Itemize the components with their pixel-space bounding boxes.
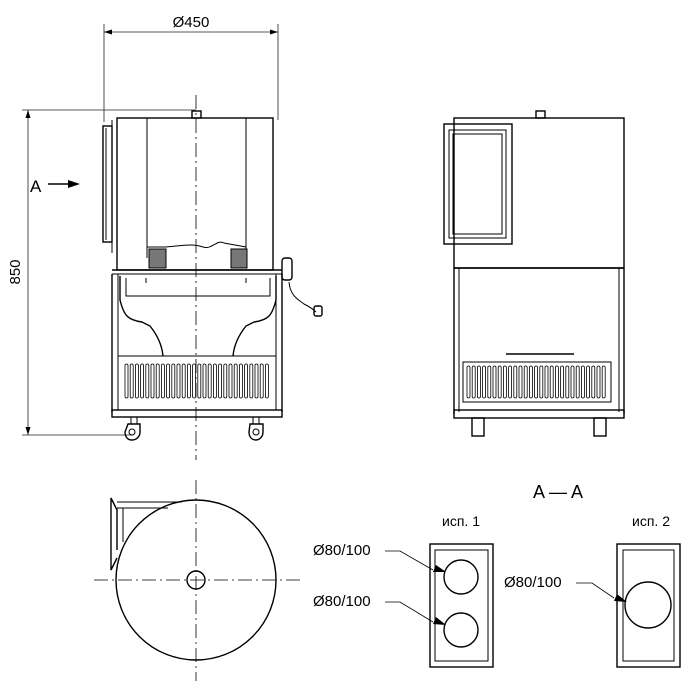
vent-slot [150,363,155,399]
vent-slot [560,365,564,399]
vent-slot [544,365,549,399]
section-title: A — A [533,482,583,502]
vent-slot [166,363,171,399]
front-view: Ø450 850 A [7,14,323,460]
vent-slot [570,365,575,399]
vent-slot [155,363,160,399]
vent-slot [581,365,585,399]
vent-slot [181,363,186,399]
vent-slot [529,365,533,399]
vent-slot [244,363,249,399]
vent-slot [238,363,243,399]
vent-slot [197,363,202,399]
vent-slot [476,365,481,399]
vent-slot [508,365,513,399]
height-dimension: 850 [7,109,196,436]
vent-slot [586,365,590,399]
vent-slot [218,363,223,399]
vent-slot [482,365,487,399]
vent-slot [601,365,606,399]
vent-slot [534,365,538,399]
vent-slot [186,363,191,399]
variant-1: исп. 1 Ø80/100 Ø80/100 [313,513,494,668]
variant-2-label: исп. 2 [632,513,670,529]
vent-slot [171,363,176,399]
vent-slot [134,363,139,399]
vent-slot [124,363,129,399]
vent-slot [549,365,554,399]
vent-slot [471,365,476,399]
vent-slot [176,363,181,399]
vent-slot [513,365,518,399]
view-arrow-label: A [30,177,42,196]
vent-slot [192,363,197,399]
width-dimension-label: Ø450 [173,14,210,31]
vent-slot [518,365,523,399]
vent-slot [555,365,559,399]
front-right-caster [248,417,264,441]
vent-slot [466,365,471,399]
vent-slot [254,363,259,399]
vent-slot [249,363,254,399]
vent-slot [223,363,228,399]
variant-1-label: исп. 1 [442,513,480,529]
front-vents [124,363,269,399]
vent-slot [129,363,134,399]
vent-slot [228,363,233,399]
vent-slot [259,363,264,399]
vent-slot [523,365,528,399]
variant-2: исп. 2 Ø80/100 [504,513,681,668]
front-left-caster [124,417,141,441]
v1-pipe-top-label: Ø80/100 [313,542,371,559]
vent-slot [591,365,596,399]
vent-slot [233,363,238,399]
vent-slot [264,363,269,399]
vent-slot [497,365,502,399]
width-dimension: Ø450 [103,14,279,122]
height-dimension-label: 850 [7,259,24,284]
vent-slot [140,363,145,399]
vent-slot [492,365,497,399]
vent-slot [160,363,165,399]
vent-slot [575,365,580,399]
vent-slot [596,365,601,399]
v2-pipe-label: Ø80/100 [504,574,562,591]
side-vents [466,365,606,399]
vent-slot [202,363,207,399]
top-view [94,480,300,681]
section-a-a: A — A исп. 1 Ø80/100 Ø80/100 исп. 2 Ø80/… [313,482,681,668]
side-view [443,110,625,437]
vent-slot [207,363,212,399]
vent-slot [502,365,507,399]
v1-pipe-bottom-label: Ø80/100 [313,593,371,610]
view-arrow: A [30,177,80,196]
vent-slot [539,365,544,399]
vent-slot [565,365,570,399]
vent-slot [145,363,150,399]
vent-slot [212,363,217,399]
vent-slot [487,365,492,399]
